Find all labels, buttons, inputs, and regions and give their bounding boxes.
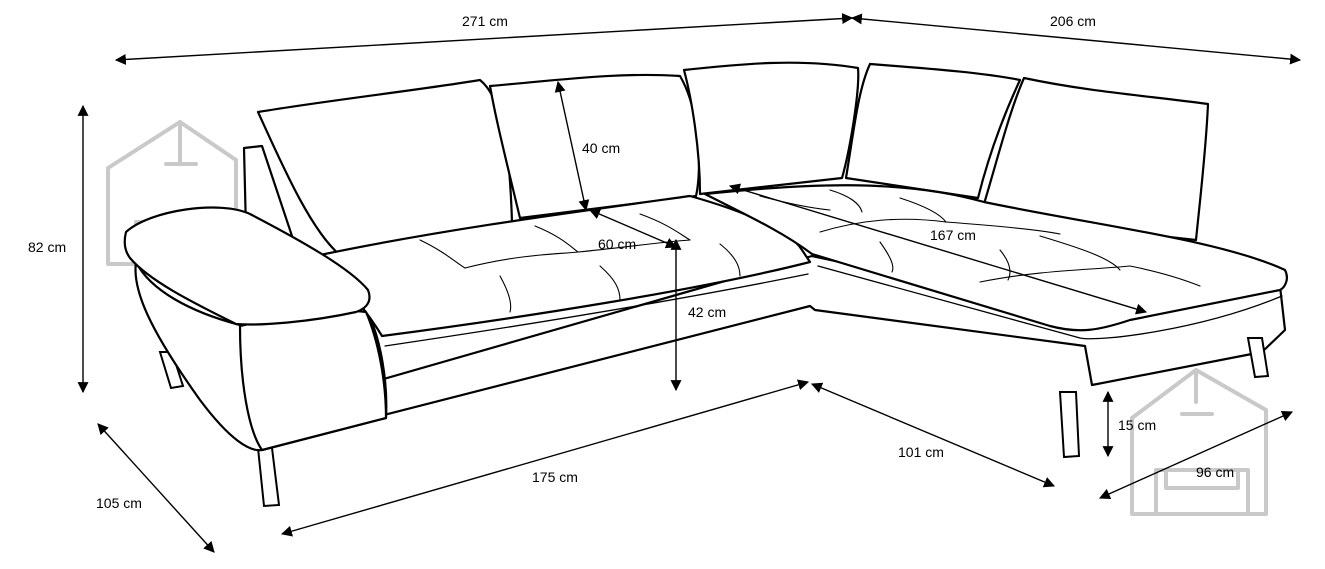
dimension-lines [77,13,1302,553]
dim-line-cushion-height [554,80,590,212]
dim-line-side-length [810,382,1056,488]
sofa-leg [256,447,281,508]
dim-line-seat-depth [588,208,678,249]
dim-line-ottoman-length [728,183,1148,315]
dim-line-side-width [850,13,1302,65]
label-seat-height: 42 cm [688,304,726,320]
label-total-width: 271 cm [462,13,508,29]
label-depth-right: 96 cm [1196,464,1234,480]
seat-seam [419,239,466,269]
corner-sofa-drawing [123,61,1288,508]
label-total-height: 82 cm [28,239,66,255]
dim-line-total-width [114,13,854,65]
label-cushion-height: 40 cm [582,140,620,156]
sofa-leg [1246,337,1270,379]
back-cushion [682,61,860,196]
seat-seam [499,275,512,313]
armrest-front-panel [238,309,388,452]
seat-seam [534,225,579,253]
label-ottoman-length: 167 cm [930,227,976,243]
label-depth-left: 105 cm [96,495,142,511]
seat-seam [599,265,621,301]
label-side-length: 101 cm [898,444,944,460]
label-front-length: 175 cm [532,469,578,485]
label-side-width: 206 cm [1050,13,1096,29]
dimension-labels: 271 cm 206 cm 82 cm 40 cm 60 cm 167 cm 4… [28,13,1234,511]
label-leg-height: 15 cm [1118,417,1156,433]
dim-line-front-length [280,379,810,537]
seat-seam [464,251,579,269]
armrest-top [123,206,371,326]
dim-line-depth-left [97,423,215,553]
dim-line-depth-right [1098,411,1294,499]
watermark-house-icon-right [1130,368,1268,516]
front-seam [817,265,1283,340]
label-seat-depth: 60 cm [598,236,636,252]
sofa-leg [1058,391,1081,459]
back-cushion [844,62,1022,200]
